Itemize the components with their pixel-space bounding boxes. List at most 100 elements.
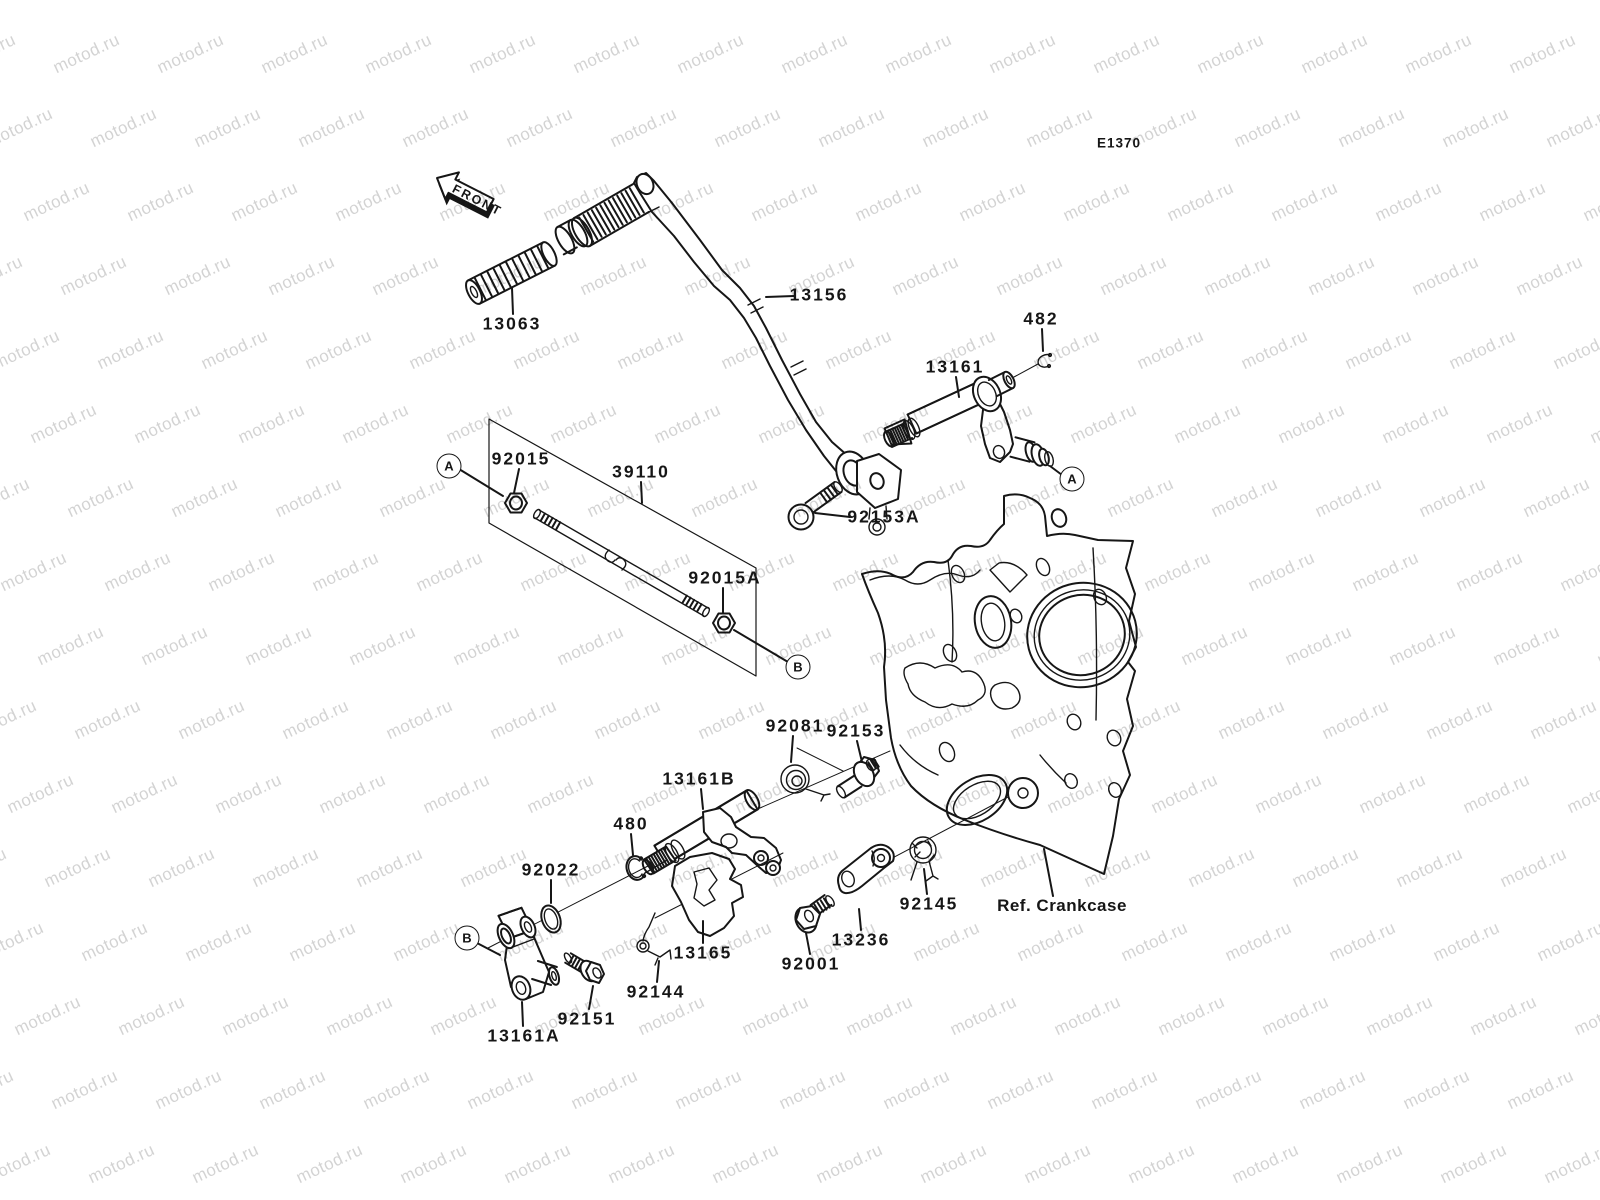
stripe-line — [822, 897, 831, 909]
stripe-line — [688, 598, 696, 609]
leader-line — [511, 287, 514, 315]
stripe-line — [696, 603, 703, 613]
leader-line — [476, 942, 501, 956]
stripe-line — [660, 849, 670, 865]
stripe-line — [898, 425, 907, 441]
change-lever-13236 — [837, 843, 895, 895]
stripe-line — [517, 255, 531, 279]
stripe-line — [567, 954, 575, 965]
shift-shaft-13161B — [641, 789, 782, 876]
circlip-480 — [625, 855, 647, 881]
stripe-line — [620, 192, 637, 219]
stripe-line — [595, 206, 611, 233]
stripe-line — [603, 201, 620, 229]
leader-line — [1041, 328, 1044, 352]
leader-line — [1043, 848, 1054, 897]
stripe-line — [816, 901, 825, 913]
stripe-line — [555, 521, 562, 531]
leader-line — [630, 833, 634, 856]
leader-line — [814, 512, 851, 518]
stripe-line — [505, 261, 518, 285]
stripe-line — [685, 596, 692, 606]
stripe-line — [586, 211, 603, 238]
stripe-line — [571, 956, 578, 967]
stripe-line — [826, 486, 835, 498]
leader-lines — [458, 287, 1063, 1027]
stripe-line — [612, 197, 628, 224]
stripe-line — [536, 245, 549, 269]
stripe-line — [524, 252, 537, 275]
leader-line — [513, 468, 520, 494]
bolt-92151 — [563, 952, 605, 984]
leader-line — [790, 735, 794, 763]
leader-line — [458, 468, 504, 497]
leader-line — [733, 629, 789, 663]
stripe-line — [902, 423, 911, 439]
stripe-line — [616, 194, 633, 221]
stripe-line — [645, 858, 656, 873]
stripe-line — [648, 856, 658, 872]
stripe-line — [872, 757, 880, 768]
leader-line — [858, 908, 862, 931]
nut-92015 — [504, 492, 528, 514]
pedal-rod-13063 — [465, 241, 558, 305]
stripe-line — [574, 958, 581, 969]
leader-line — [521, 1001, 524, 1027]
spring-92144 — [636, 912, 672, 966]
leader-line — [700, 788, 704, 810]
front-arrow: FRONT — [436, 171, 505, 219]
stripe-line — [624, 189, 641, 216]
tie-rod-box — [488, 418, 757, 677]
stripe-line — [692, 601, 699, 611]
stripe-line — [578, 216, 595, 243]
stripe-line — [551, 519, 558, 529]
leader-line — [588, 985, 594, 1010]
stripe-line — [539, 512, 546, 522]
leader-line — [805, 932, 811, 955]
gear-positioning-plate-13165 — [671, 852, 744, 937]
leader-line — [923, 868, 928, 895]
alignment-line-13236 — [882, 796, 1009, 864]
stripe-line — [511, 258, 524, 282]
leader-line — [856, 740, 863, 763]
bolt-92153 — [835, 756, 880, 799]
return-spring-92081 — [780, 764, 831, 802]
bolt-92153A — [787, 481, 843, 531]
stripe-line — [655, 852, 665, 868]
stripe-line — [896, 426, 904, 442]
leader-line — [765, 295, 795, 298]
stripe-line — [599, 204, 616, 231]
stripe-line — [891, 428, 900, 444]
leader-line — [640, 481, 643, 504]
stripe-line — [486, 271, 499, 294]
stripe-line — [499, 264, 512, 288]
stripe-line — [657, 850, 668, 866]
spring-92145 — [909, 836, 939, 882]
stripe-line — [887, 430, 896, 446]
bolt-92001 — [794, 894, 835, 934]
stripe-line — [889, 429, 898, 445]
stripe-line — [582, 214, 599, 241]
stripe-line — [867, 761, 875, 772]
washer-92022 — [540, 904, 562, 934]
tie-rod-39110 — [532, 508, 711, 618]
stripe-line — [870, 759, 877, 770]
stripe-line — [819, 899, 828, 911]
stripe-line — [650, 855, 661, 871]
leader-line — [656, 960, 660, 983]
stripe-line — [590, 209, 607, 236]
crankcase — [856, 453, 1138, 875]
stripe-line — [823, 489, 832, 501]
shift-pedal-13156 — [633, 172, 871, 496]
alignment-line-92153 — [796, 747, 844, 772]
stripe-line — [628, 187, 645, 214]
stripe-line — [480, 274, 493, 298]
stripe-line — [543, 514, 550, 524]
stripe-line — [819, 492, 828, 503]
stripe-line — [474, 277, 487, 301]
stripe-line — [681, 594, 688, 604]
leader-line — [1049, 465, 1063, 476]
stripe-line — [653, 853, 663, 869]
